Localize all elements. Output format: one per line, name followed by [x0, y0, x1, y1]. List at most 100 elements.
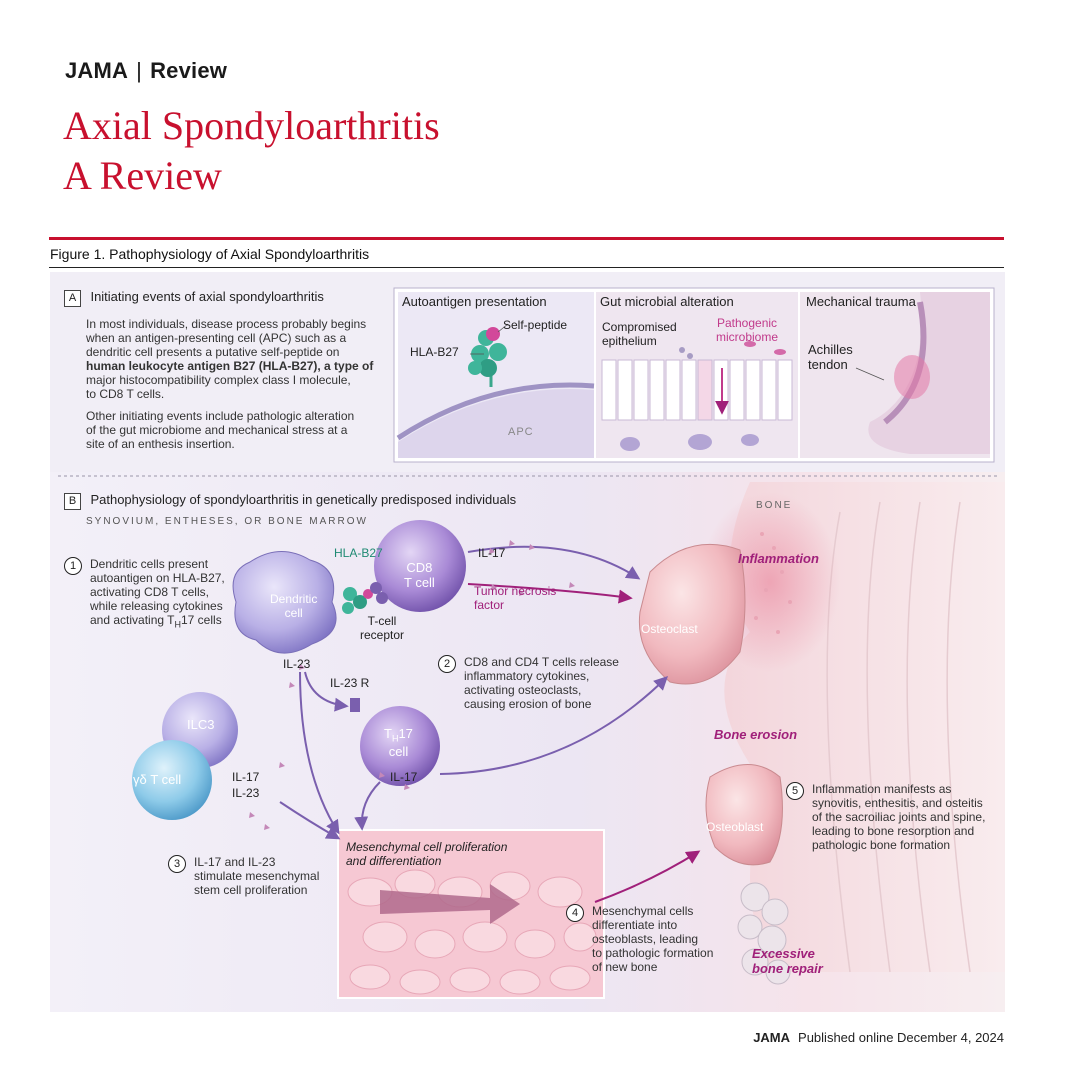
- article-title: Axial Spondyloarthritis: [63, 103, 440, 148]
- epithelium-line: epithelium: [602, 334, 657, 348]
- achilles-line: tendon: [808, 357, 848, 372]
- brand-separator: |: [136, 58, 143, 83]
- step-5-line: leading to bone resorption and: [812, 824, 975, 838]
- step-1-th17-prefix: and activating T: [90, 613, 175, 627]
- panel-a-paragraph-1: In most individuals, disease process pro…: [86, 317, 386, 401]
- para2-line: Other initiating events include patholog…: [86, 409, 355, 423]
- tcr-line: receptor: [360, 628, 405, 642]
- inset-hla-label: HLA-B27: [410, 345, 459, 359]
- step-4-number: 4: [566, 903, 584, 922]
- panel-a-letter: A: [64, 290, 81, 307]
- il17-left-label: IL-17: [232, 770, 260, 784]
- ilc3-label: ILC3: [187, 717, 215, 732]
- gamma-delta-tcell-label: γδ T cell: [133, 772, 182, 787]
- il17-top-label: IL-17: [478, 546, 506, 560]
- step-1-number: 1: [64, 556, 82, 575]
- step-1-th17-sub: H: [174, 619, 182, 630]
- brand-name: JAMA: [65, 58, 129, 83]
- journal-brand: JAMA | Review: [65, 58, 227, 84]
- step-4-line: of new bone: [592, 960, 658, 974]
- il23-label: IL-23: [283, 657, 311, 671]
- step-2-line: inflammatory cytokines,: [464, 669, 590, 683]
- step-3-line: stimulate mesenchymal: [194, 869, 320, 883]
- panel-b-letter: B: [64, 493, 81, 510]
- inset-achilles-label: Achilles tendon: [808, 342, 853, 372]
- cd8-line: T cell: [404, 575, 435, 590]
- excessive-bone-repair-label: Excessive bone repair: [752, 946, 823, 976]
- step-2-line: causing erosion of bone: [464, 697, 592, 711]
- step-1-circle: 1: [64, 557, 82, 575]
- dendritic-cell-label: Dendritic cell: [270, 592, 317, 620]
- inflammation-label: Inflammation: [738, 551, 819, 566]
- hla-b27-label: HLA-B27: [334, 546, 383, 560]
- inset-autoantigen-title: Autoantigen presentation: [402, 294, 547, 309]
- footer-journal: JAMA: [753, 1030, 791, 1045]
- step-3-circle: 3: [168, 855, 186, 873]
- cd8-line: CD8: [406, 560, 433, 575]
- inset-apc-label: APC: [508, 426, 534, 438]
- th17-cell-label: TH17 cell: [384, 726, 413, 759]
- step-2-number: 2: [438, 654, 456, 673]
- panel-b-heading: B Pathophysiology of spondyloarthritis i…: [64, 491, 516, 510]
- panel-b-title: Pathophysiology of spondyloarthritis in …: [90, 492, 517, 507]
- mesenchymal-label: Mesenchymal cell proliferation and diffe…: [346, 840, 507, 868]
- tcell-receptor-label: T-cell receptor: [360, 614, 404, 642]
- step-1-line: Dendritic cells present: [90, 557, 209, 571]
- step-5-circle: 5: [786, 782, 804, 800]
- osteoclast-label: Osteoclast: [641, 622, 698, 636]
- step-5-number: 5: [786, 781, 804, 800]
- brand-section: Review: [150, 58, 228, 83]
- step-4-circle: 4: [566, 904, 584, 922]
- th17-t: T: [384, 726, 392, 741]
- step-2-circle: 2: [438, 655, 456, 673]
- step-3-text: IL-17 and IL-23 stimulate mesenchymal st…: [194, 855, 319, 897]
- para2-line: of the gut microbiome and mechanical str…: [86, 423, 348, 437]
- tnf-label: Tumor necrosis factor: [474, 584, 556, 612]
- microbiome-line: Pathogenic: [716, 316, 778, 330]
- step-2-line: CD8 and CD4 T cells release: [464, 655, 619, 669]
- para1-line: human leukocyte antigen B27 (HLA-B27), a…: [86, 359, 374, 373]
- achilles-line: Achilles: [808, 342, 853, 357]
- excess-line: bone repair: [752, 961, 823, 976]
- step-4-text: Mesenchymal cells differentiate into ost…: [592, 904, 713, 974]
- inset-gut-title: Gut microbial alteration: [600, 294, 734, 309]
- il23r-label: IL-23 R: [330, 676, 370, 690]
- figure-caption: Figure 1. Pathophysiology of Axial Spond…: [50, 246, 370, 262]
- step-5-line: synovitis, enthesitis, and osteitis: [812, 796, 983, 810]
- publication-footer: JAMA Published online December 4, 2024: [753, 1030, 1004, 1045]
- mesen-line: Mesenchymal cell proliferation: [346, 840, 508, 854]
- inset-trauma-title: Mechanical trauma: [806, 294, 916, 309]
- step-5-line: Inflammation manifests as: [812, 782, 952, 796]
- step-2-line: activating osteoclasts,: [464, 683, 582, 697]
- osteoblast-label: Osteoblast: [706, 820, 764, 834]
- step-5-text: Inflammation manifests as synovitis, ent…: [812, 782, 985, 852]
- step-3-line: stem cell proliferation: [194, 883, 308, 897]
- step-4-line: differentiate into: [592, 918, 678, 932]
- inset-peptide-label: Self-peptide: [503, 318, 568, 332]
- mesen-line: and differentiation: [346, 854, 442, 868]
- step-1-line-th17: and activating TH17 cells: [90, 613, 225, 631]
- dendritic-line: cell: [284, 606, 303, 620]
- footer-date: Published online December 4, 2024: [798, 1030, 1004, 1045]
- para2-line: site of an enthesis insertion.: [86, 437, 235, 451]
- tnf-line: Tumor necrosis: [474, 584, 557, 598]
- tnf-line: factor: [474, 598, 505, 612]
- cd8-tcell-label: CD8 T cell: [404, 560, 435, 590]
- il23-left-label: IL-23: [232, 786, 260, 800]
- step-2-text: CD8 and CD4 T cells release inflammatory…: [464, 655, 619, 711]
- step-5-line: of the sacroiliac joints and spine,: [812, 810, 986, 824]
- article-subtitle: A Review: [63, 153, 222, 198]
- inset-microbiome-label: Pathogenic microbiome: [716, 316, 778, 344]
- il17-mid-label: IL-17: [390, 770, 418, 784]
- th17-line: cell: [388, 743, 409, 759]
- para1-line: when an antigen-presenting cell (APC) su…: [86, 331, 347, 345]
- title-divider: [49, 237, 1004, 240]
- panel-a-heading: A Initiating events of axial spondyloart…: [64, 288, 324, 307]
- epithelium-line: Compromised: [602, 320, 677, 334]
- step-5-line: pathologic bone formation: [812, 838, 951, 852]
- step-1-line: activating CD8 T cells,: [90, 585, 209, 599]
- step-1-line: while releasing cytokines: [90, 599, 223, 613]
- panel-a-paragraph-2: Other initiating events include patholog…: [86, 409, 386, 451]
- dendritic-line: Dendritic: [270, 592, 318, 606]
- microbiome-line: microbiome: [716, 330, 779, 344]
